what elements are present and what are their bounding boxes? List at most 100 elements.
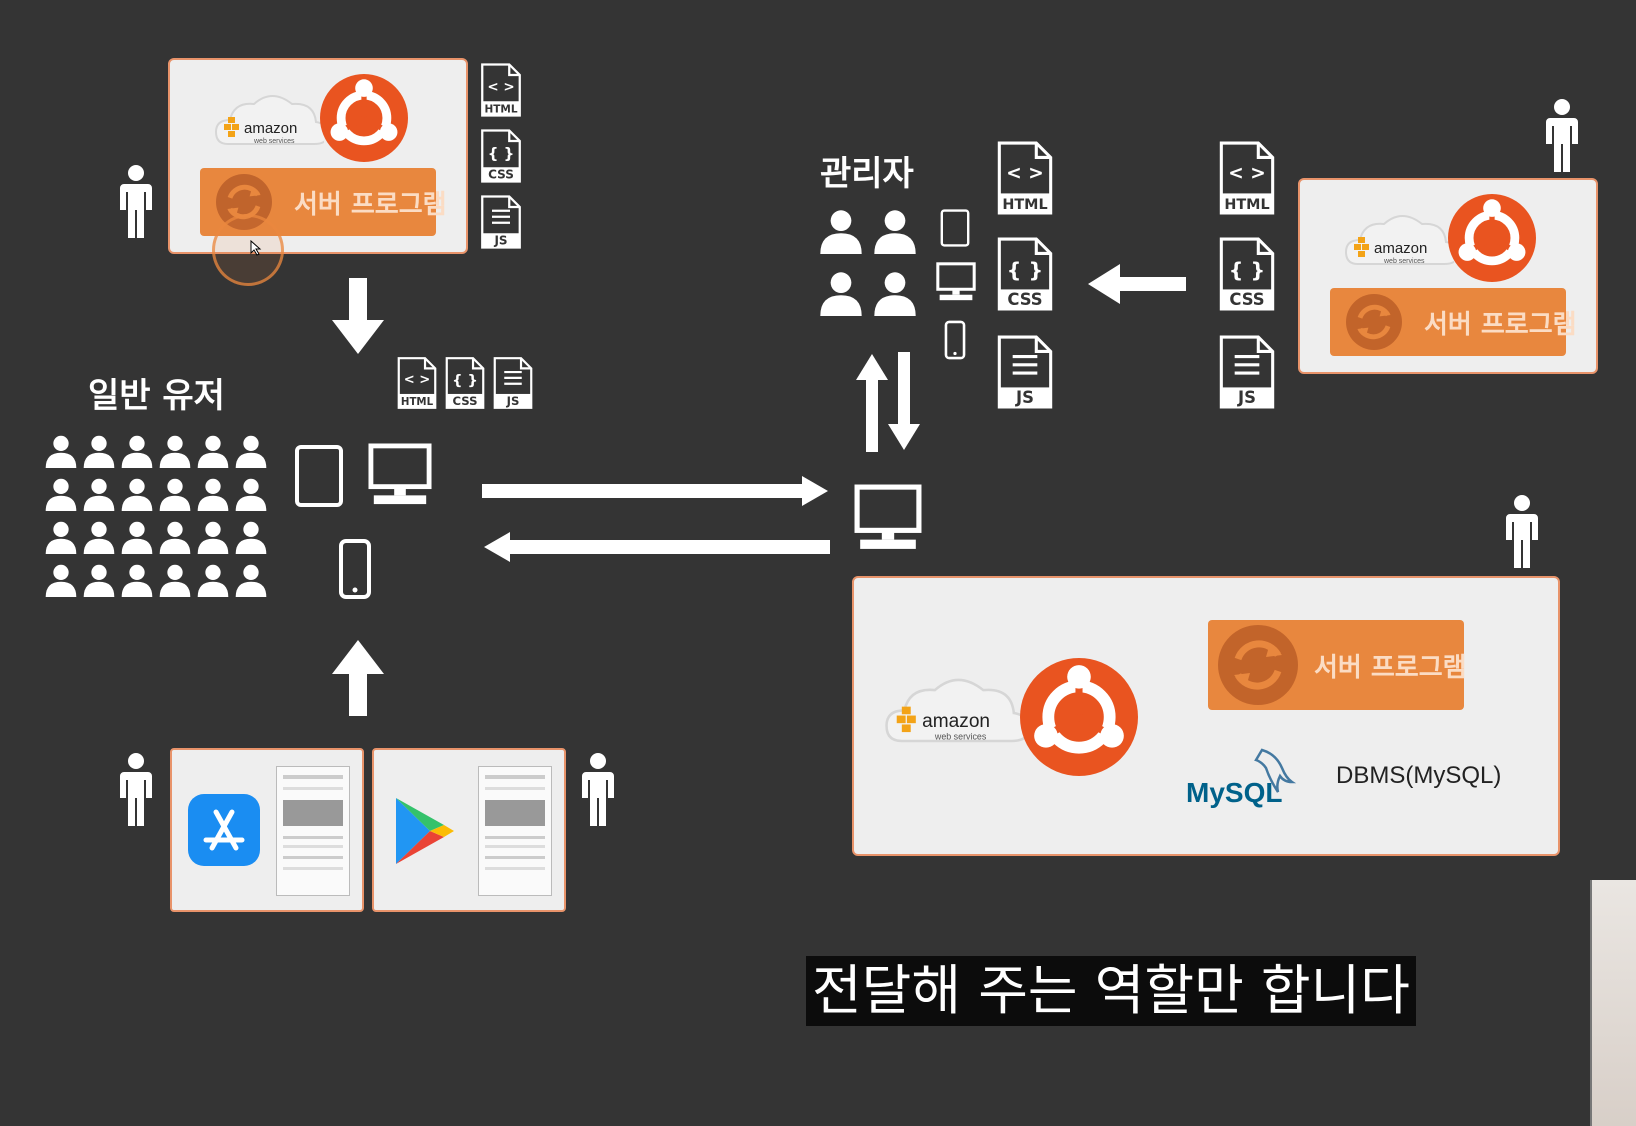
app-store-panel [170, 748, 364, 912]
app-store-icon [188, 794, 260, 866]
crowd-user-icon [158, 434, 192, 468]
server-panel-top-left: amazon web services 서버 프로그램 [168, 58, 468, 254]
js-file-icon: JS [480, 194, 522, 250]
tablet-icon [294, 444, 344, 508]
svg-text:amazon: amazon [922, 711, 990, 732]
admin-user-icon [872, 208, 918, 254]
crowd-user-icon [82, 520, 116, 554]
up-down-arrows-icon [856, 352, 920, 452]
admin-user-icon [818, 208, 864, 254]
left-arrow-icon [484, 532, 830, 562]
html-file-icon: < > HTML [480, 62, 522, 118]
svg-text:JS: JS [1237, 388, 1256, 407]
crowd-user-icon [44, 434, 78, 468]
monitor-icon [854, 482, 922, 554]
css-file-icon: { } CSS [1218, 236, 1276, 316]
svg-text:< >: < > [1228, 163, 1265, 184]
person-icon [1502, 494, 1542, 570]
crowd-user-icon [196, 477, 230, 511]
svg-text:JS: JS [493, 234, 507, 248]
crowd-user-icon [158, 477, 192, 511]
ubuntu-logo [1448, 194, 1536, 282]
mysql-logo: MySQL [1184, 744, 1308, 814]
css-file-icon: { } CSS [480, 128, 522, 184]
crowd-user-icon [82, 563, 116, 597]
admin-user-icon [818, 270, 864, 316]
presenter-photo-edge [1590, 880, 1636, 1126]
server-program-label: 서버 프로그램 [1314, 652, 1467, 683]
html-file-icon: < > HTML [1218, 140, 1276, 220]
server-panel-bottom-right: amazon web services 서버 프로그램 MySQL DBMS(M… [852, 576, 1560, 856]
crowd-user-icon [234, 563, 268, 597]
svg-text:< >: < > [404, 373, 431, 388]
person-icon [1542, 98, 1582, 174]
svg-text:CSS: CSS [488, 168, 514, 182]
svg-text:CSS: CSS [1007, 290, 1042, 309]
cursor-highlight [212, 214, 284, 286]
cursor-icon [250, 240, 262, 256]
svg-text:{ }: { } [452, 372, 478, 389]
aws-logo: amazon web services [884, 672, 1031, 754]
crowd-user-icon [44, 520, 78, 554]
aws-word: amazon [244, 120, 297, 137]
aws-logo: amazon web services [1344, 214, 1460, 270]
svg-text:HTML: HTML [401, 397, 434, 408]
crowd-user-icon [158, 563, 192, 597]
tablet-icon [940, 208, 970, 248]
html-file-icon-small: < > HTML [396, 356, 438, 414]
general-users-label: 일반 유저 [88, 376, 225, 416]
crowd-user-icon [234, 520, 268, 554]
app-screenshot [478, 766, 552, 896]
down-arrow-icon [332, 278, 384, 354]
google-play-icon [396, 798, 454, 864]
up-arrow-icon [332, 640, 384, 716]
dbms-label: DBMS(MySQL) [1336, 762, 1502, 789]
crowd-user-icon [196, 434, 230, 468]
crowd-user-icon [44, 563, 78, 597]
crowd-user-icon [120, 520, 154, 554]
person-icon [116, 164, 156, 240]
crowd-user-icon [44, 477, 78, 511]
sync-icon [1346, 294, 1402, 350]
aws-logo: amazon web services [214, 94, 330, 150]
svg-text:< >: < > [1006, 163, 1043, 184]
monitor-icon [936, 262, 976, 302]
crowd-user-icon [196, 520, 230, 554]
svg-text:< >: < > [487, 79, 514, 95]
svg-text:CSS: CSS [1229, 290, 1264, 309]
svg-text:{ }: { } [1229, 258, 1265, 282]
js-file-icon: JS [996, 334, 1054, 414]
left-arrow-icon [1088, 264, 1186, 304]
server-program-label: 서버 프로그램 [1424, 309, 1577, 340]
crowd-user-icon [82, 477, 116, 511]
crowd-user-icon [158, 520, 192, 554]
svg-text:{ }: { } [488, 144, 515, 162]
server-program-box: 서버 프로그램 [1208, 620, 1467, 710]
svg-text:JS: JS [506, 394, 520, 408]
crowd-user-icon [120, 563, 154, 597]
svg-text:web services: web services [934, 732, 987, 742]
server-program-label: 서버 프로그램 [294, 189, 447, 220]
subtitle-caption: 전달해 주는 역할만 합니다 [806, 956, 1416, 1026]
crowd-user-icon [196, 563, 230, 597]
person-icon [578, 752, 618, 828]
monitor-icon [368, 442, 432, 508]
mysql-word: MySQL [1186, 777, 1282, 808]
ubuntu-logo [320, 74, 408, 162]
server-panel-top-right: amazon web services 서버 프로그램 [1298, 178, 1598, 374]
css-file-icon: { } CSS [996, 236, 1054, 316]
svg-text:HTML: HTML [484, 104, 517, 116]
css-file-icon-small: { } CSS [444, 356, 486, 414]
crowd-user-icon [234, 477, 268, 511]
svg-text:HTML: HTML [1224, 197, 1269, 213]
crowd-user-icon [82, 434, 116, 468]
svg-text:JS: JS [1015, 388, 1034, 407]
phone-icon [338, 538, 372, 600]
ubuntu-logo [1020, 658, 1138, 776]
admin-user-icon [872, 270, 918, 316]
aws-sub: web services [253, 138, 295, 145]
js-file-icon: JS [1218, 334, 1276, 414]
right-arrow-icon [482, 476, 828, 506]
person-icon [116, 752, 156, 828]
admin-label: 관리자 [820, 154, 914, 194]
